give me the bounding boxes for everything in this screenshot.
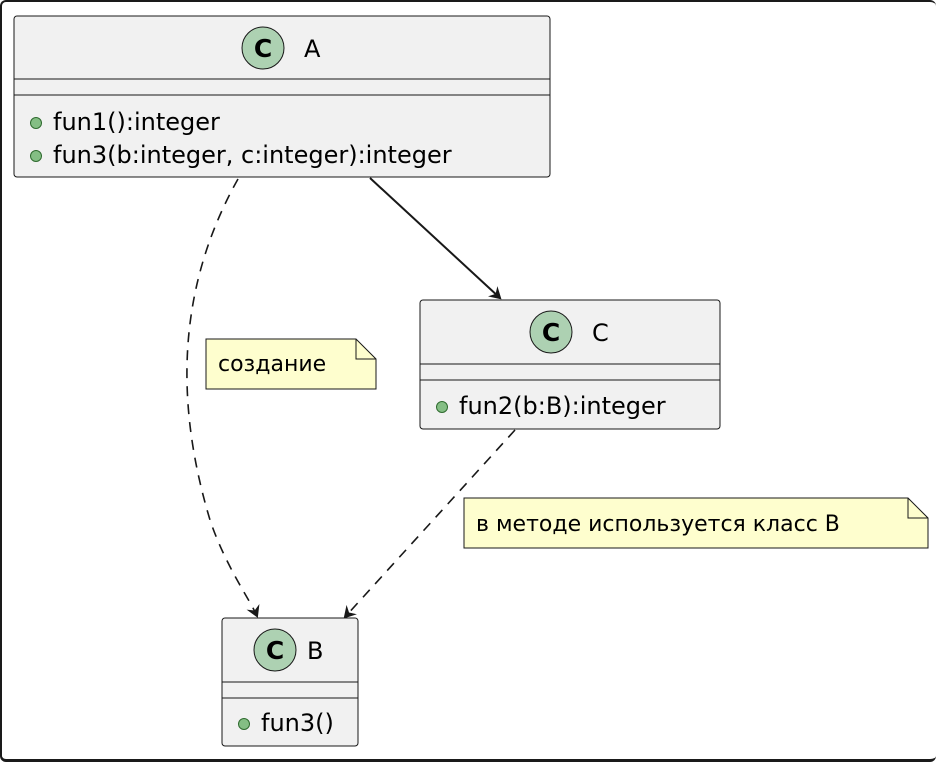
public-method-dot <box>436 401 448 413</box>
class-c[interactable]: C C fun2(b:B):integer <box>419 299 721 430</box>
class-stereotype-letter: C <box>542 318 560 347</box>
class-stereotype-icon <box>253 628 297 672</box>
note-usage-text: в методе используется класс B <box>476 512 840 537</box>
class-stereotype-letter: C <box>254 34 272 63</box>
class-stereotype-letter: C <box>266 636 284 665</box>
note-creation-text: создание <box>218 352 326 377</box>
relation-a-to-c <box>369 177 502 300</box>
note-creation: создание <box>205 338 377 390</box>
relation-a-to-b <box>186 178 260 618</box>
class-name: A <box>304 35 321 63</box>
method-fun3-b: fun3() <box>261 709 334 737</box>
class-stereotype-icon <box>529 310 573 354</box>
method-fun2: fun2(b:B):integer <box>459 392 666 420</box>
public-method-dot <box>30 150 42 162</box>
class-a[interactable]: C A fun1():integer fun3(b:integer, c:int… <box>13 15 551 178</box>
class-name: C <box>592 319 609 347</box>
class-b[interactable]: C B fun3() <box>221 617 359 747</box>
relation-c-to-b <box>343 429 516 619</box>
method-fun1: fun1():integer <box>53 108 220 136</box>
note-usage: в методе используется класс B <box>463 497 929 549</box>
method-fun3: fun3(b:integer, c:integer):integer <box>53 141 452 169</box>
class-stereotype-icon <box>241 26 285 70</box>
class-name: B <box>307 637 323 665</box>
public-method-dot <box>238 718 250 730</box>
public-method-dot <box>30 117 42 129</box>
